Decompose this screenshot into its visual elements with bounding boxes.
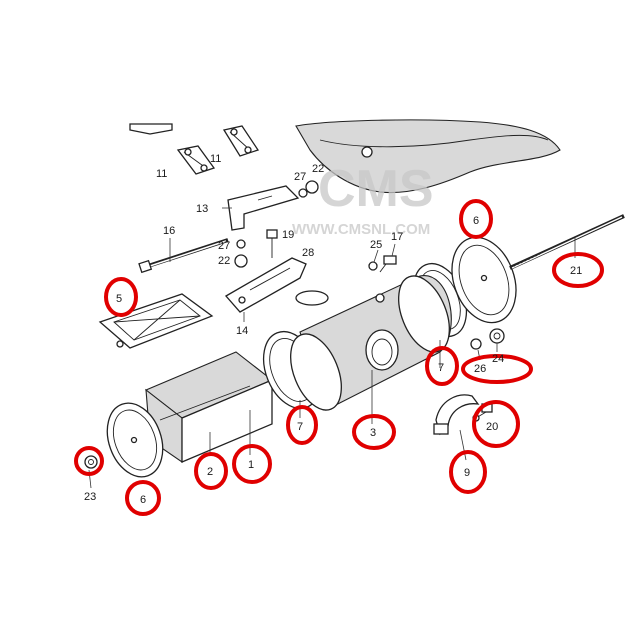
label-6-upper: 6 [473, 215, 479, 227]
label-21: 21 [570, 265, 582, 277]
label-6-lower: 6 [140, 494, 146, 506]
highlight-20 [472, 400, 520, 448]
frame-outline [129, 119, 561, 194]
bracket-part-13 [227, 185, 300, 231]
disc-part-6-lower [106, 402, 164, 478]
bolt-part-16 [138, 238, 229, 274]
highlight-6-lower [125, 480, 161, 516]
clamp-part-11-left [176, 145, 216, 175]
label-24: 24 [492, 353, 504, 365]
highlight-3 [352, 414, 396, 450]
clamp-part-11-right [222, 125, 260, 157]
disc-part-6-upper [451, 236, 517, 324]
watermark: CMS WWW.CMSNL.COM [292, 160, 434, 238]
label-19: 19 [282, 229, 294, 241]
label-7-left: 7 [297, 421, 303, 433]
highlight-rings [74, 199, 604, 516]
label-14: 14 [236, 325, 248, 337]
label-23: 23 [84, 491, 96, 503]
highlight-21 [552, 252, 604, 288]
highlight-2 [194, 452, 228, 490]
label-28: 28 [302, 247, 314, 259]
label-16: 16 [163, 225, 175, 237]
highlight-7-left [286, 405, 318, 445]
highlight-7-right [425, 346, 459, 386]
highlight-9 [449, 450, 487, 494]
watermark-url: WWW.CMSNL.COM [292, 221, 430, 238]
hardware-25-17 [368, 255, 397, 273]
clamp-part-9 [433, 394, 480, 436]
label-17: 17 [391, 231, 403, 243]
label-2: 2 [207, 466, 213, 478]
hardware-upper [234, 180, 319, 268]
label-27-upper: 27 [294, 171, 306, 183]
label-1: 1 [248, 459, 254, 471]
label-22-lower: 22 [218, 255, 230, 267]
label-11-left: 11 [156, 168, 167, 180]
label-22-upper: 22 [312, 163, 324, 175]
label-27-lower: 27 [218, 240, 230, 252]
label-9: 9 [464, 467, 470, 479]
label-7-right: 7 [438, 362, 444, 374]
bracket-part-14 [224, 257, 307, 313]
part-number-labels: 5 6 6 21 7 7 3 20 9 1 2 23 26 24 11 11 1… [84, 153, 582, 506]
nut-part-23 [84, 455, 98, 469]
label-25: 25 [370, 239, 382, 251]
label-3: 3 [370, 427, 376, 439]
highlight-5 [104, 277, 138, 317]
cylinder-part-3 [290, 275, 452, 411]
label-26: 26 [474, 363, 486, 375]
watermark-brand: CMS [318, 160, 434, 218]
hardware-26-24 [470, 328, 505, 350]
label-5: 5 [116, 293, 122, 305]
label-11-right: 11 [210, 153, 221, 165]
plate-part-5 [98, 293, 214, 349]
highlight-23 [74, 446, 104, 476]
rod-part-21 [509, 214, 625, 270]
highlight-6-upper [459, 199, 493, 239]
highlight-24 [461, 354, 533, 384]
label-13: 13 [196, 203, 208, 215]
highlight-1 [232, 444, 272, 484]
label-20: 20 [486, 421, 498, 433]
